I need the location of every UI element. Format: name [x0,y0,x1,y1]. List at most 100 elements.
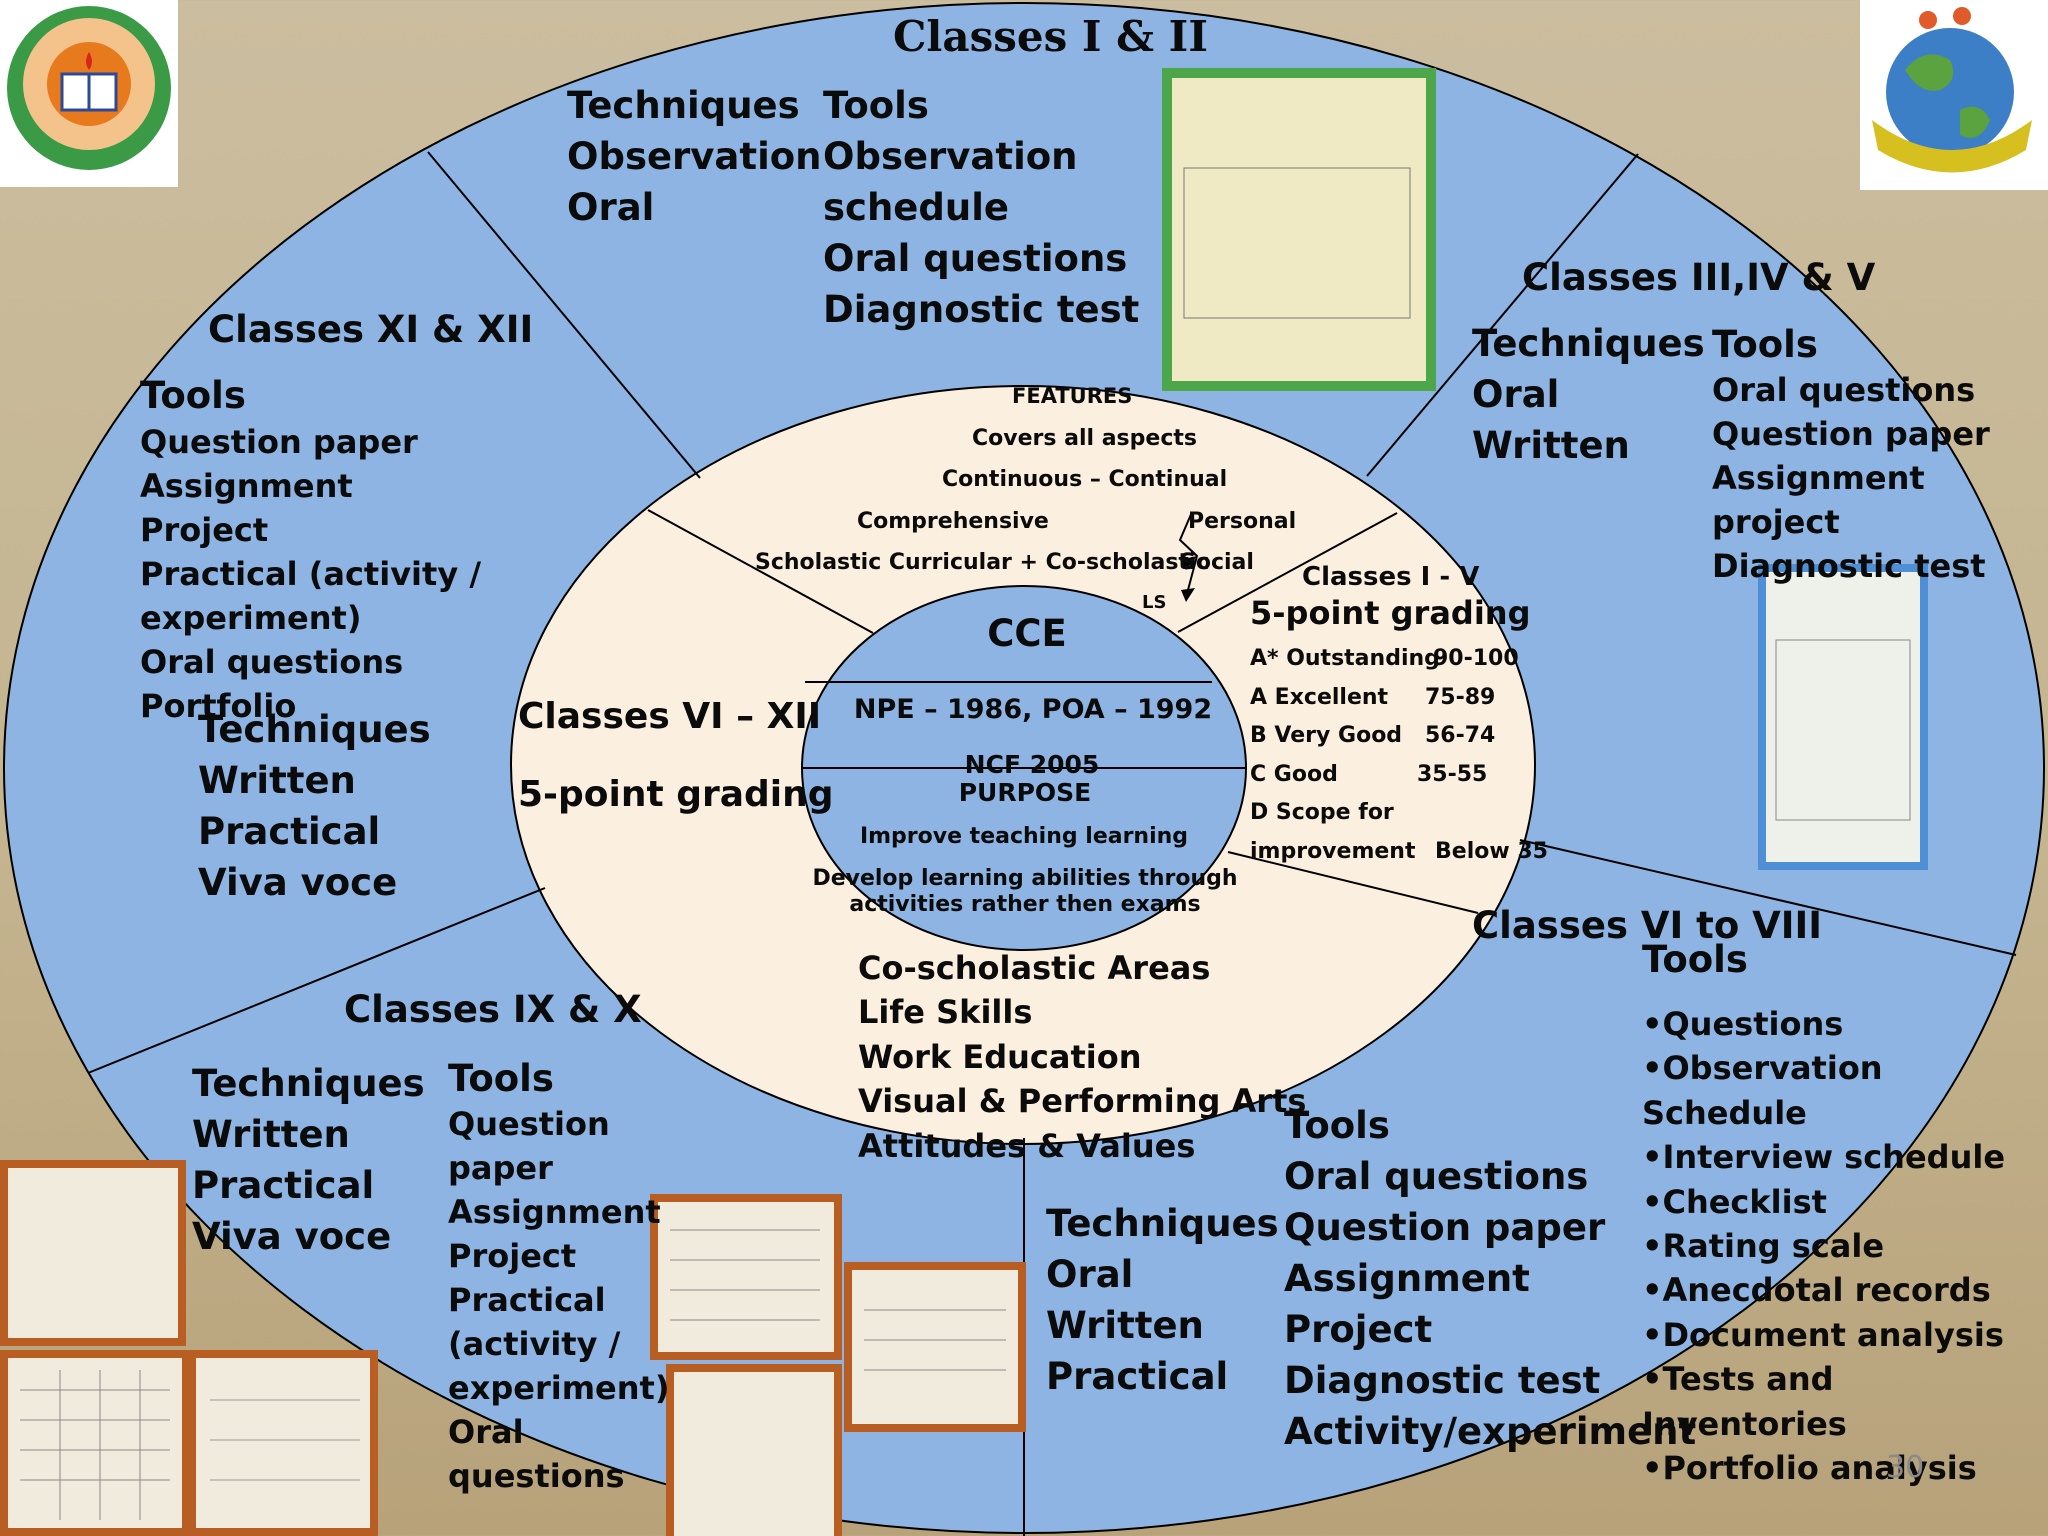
list-item: Written [198,759,356,802]
list-item: Oral [1472,373,1560,416]
divider-outer-2 [1366,153,1639,477]
features-line: Comprehensive [857,509,1049,534]
classes-11-12-title: Classes XI & XII [208,308,534,351]
list-item: Diagnostic test [1284,1359,1601,1402]
doc-image-orange-2 [0,1350,190,1536]
divider-outer-1 [427,151,701,479]
personal-social-arrow [1178,511,1199,591]
classes-6-8-tools-list: •Questions •Observation Schedule •Interv… [1642,1002,2005,1490]
list-item: Techniques [1046,1202,1279,1245]
list-item: Oral questions [140,643,404,681]
list-item: Tools [1712,323,1818,366]
doc-image-green [1162,68,1436,391]
divider-outer-3 [1519,839,2017,956]
classes-1-2-techniques: Techniques Observation Oral [567,80,822,233]
classes-6-8-tools-heading: Tools [1642,938,1748,981]
list-item: •Portfolio analysis [1642,1449,1977,1488]
classes-11-12-tools: Tools Question paper Assignment Project … [140,372,481,728]
list-item: Tools [1284,1104,1390,1147]
list-item: Visual & Performing Arts [858,1082,1307,1121]
classes-3-5-tools: Tools Oral questions Question paper Assi… [1712,322,1990,588]
divider-mid-1 [647,509,874,634]
list-item: Observation [567,135,822,178]
list-item: Assignment [1712,459,1925,497]
grade-label: D Scope for [1250,800,1394,825]
list-item: •Document analysis [1642,1315,2004,1354]
grade-label: A* Outstanding [1250,646,1440,671]
classes-6-8-techniques: Techniques Oral Written Practical [1046,1198,1279,1402]
grade-range: 75-89 [1425,684,1496,710]
list-item: Practical [198,810,381,853]
list-item: Practical (activity / [140,555,481,593]
list-item: Practical [192,1164,375,1207]
list-item: Viva voce [192,1215,392,1258]
grade-range: 35-55 [1417,761,1488,787]
list-item: Question paper [140,423,418,461]
list-item: questions [448,1457,625,1495]
core-purpose-heading: PURPOSE [958,778,1092,807]
list-item: Techniques [1472,322,1705,365]
features-line: Covers all aspects [972,426,1197,451]
list-item: experiment) [448,1369,670,1407]
features-personal: Personal [1188,509,1297,534]
features-heading: FEATURES [1012,384,1133,408]
features-ls: LS [1142,592,1167,613]
globe-logo [1860,0,2048,190]
list-item: Assignment [1284,1257,1530,1300]
list-item: Assignment [140,467,353,505]
core-ncf: NCF 2005 [964,750,1100,779]
grade-label: C Good [1250,761,1338,787]
list-item: Oral questions [1712,371,1976,409]
list-item: Practical [1046,1355,1229,1398]
core-policy: NPE – 1986, POA – 1992 [853,694,1213,725]
list-item: Techniques [567,84,800,127]
classes-11-12-techniques: Techniques Written Practical Viva voce [198,704,431,908]
list-item: •Anecdotal records [1642,1271,1991,1310]
classes-1-2-tools: Tools Observation schedule Oral question… [823,80,1139,335]
list-item: Schedule [1642,1093,1807,1132]
classes-9-10-techniques: Techniques Written Practical Viva voce [192,1058,425,1262]
features-social: Social [1180,550,1254,575]
features-line: Continuous – Continual [942,467,1228,492]
list-item: •Interview schedule [1642,1138,2006,1177]
classes-9-10-tools: Tools Question paper Assignment Project … [448,1056,669,1498]
grade-range: 90-100 [1433,646,1519,671]
list-item: •Observation [1642,1049,1883,1088]
list-item: Oral [448,1413,524,1451]
list-item: Activity/experiment [1284,1410,1697,1453]
grade-label: B Very Good [1250,723,1403,748]
doc-image-orange-3 [188,1350,378,1536]
list-item: Portfolio [140,687,297,725]
list-item: Life Skills [858,993,1033,1032]
list-item: Oral [1046,1253,1134,1296]
features-line: Scholastic Curricular + Co-scholastic [755,550,1210,575]
list-item: Inventories [1642,1404,1847,1443]
list-item: •Checklist [1642,1182,1827,1221]
grade-range: 56-74 [1425,723,1496,748]
list-item: •Questions [1642,1005,1844,1043]
list-item: Written [192,1113,350,1156]
classes-6-12-title: Classes VI – XII [518,696,822,737]
list-item: Observation [823,135,1078,178]
core-purpose-line: Develop learning abilities through [812,866,1238,891]
list-item: Work Education [858,1037,1142,1076]
doc-image-blue [1758,564,1928,870]
list-item: Practical [448,1281,606,1319]
list-item: schedule [823,186,1009,229]
grade-row: D Scope for [1250,794,1548,833]
classes-3-5-title: Classes III,IV & V [1522,256,1876,299]
doc-image-orange-4 [650,1194,842,1360]
classes-3-5-techniques: Techniques Oral Written [1472,318,1705,471]
list-item: Project [140,511,269,549]
list-item: Oral questions [823,237,1128,280]
list-item: Assignment [448,1193,661,1231]
doc-image-orange-5 [844,1262,1026,1432]
list-item: Attitudes & Values [858,1126,1196,1165]
list-item: project [1712,503,1840,541]
list-item: •Rating scale [1642,1227,1885,1266]
list-item: Diagnostic test [823,288,1140,331]
grade-label: improvement [1250,838,1416,864]
list-item: Tools [823,84,929,127]
